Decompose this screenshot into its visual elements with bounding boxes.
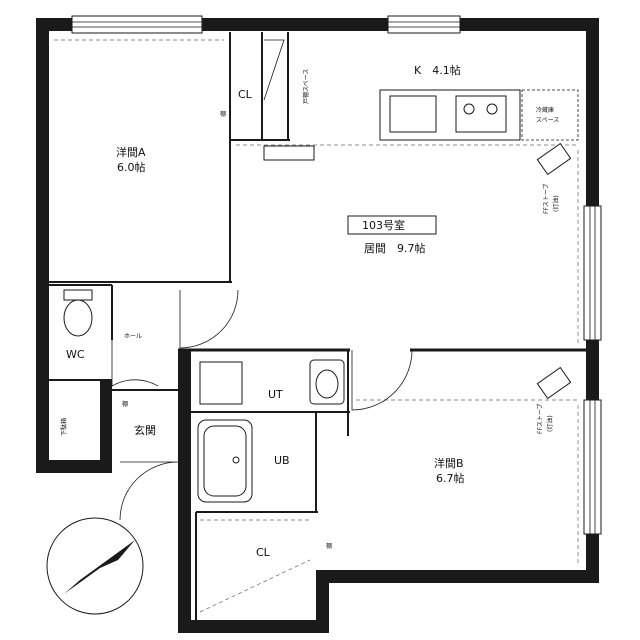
interior-walls xyxy=(48,32,586,620)
ff-heaters xyxy=(536,142,572,400)
heater-bottom-label-line2: (灯油) xyxy=(546,415,554,432)
unit-number-box xyxy=(347,215,437,235)
room-western-b-name: 洋間B xyxy=(434,456,464,470)
fridge-label-line1: 冷蔵庫 xyxy=(536,106,554,114)
heater-top-label-line2: (灯油) xyxy=(552,195,560,212)
shelf-space-label: 戸棚スペース xyxy=(302,69,310,104)
heater-bottom-label-line1: FFストーブ xyxy=(536,403,544,434)
fixtures-drawings xyxy=(63,289,345,503)
room-unit-number: 103号室 xyxy=(362,218,405,232)
room-closet-bottom: CL xyxy=(256,546,271,559)
exterior-walls xyxy=(36,18,599,633)
room-living: 居間 9.7帖 xyxy=(364,242,426,255)
heater-top-label-line1: FFストーブ xyxy=(542,183,550,214)
room-closet-top: CL xyxy=(238,88,253,101)
fridge-label-line2: スペース xyxy=(536,117,559,124)
shoe-box-label: 下駄箱 xyxy=(60,418,68,436)
room-ub: UB xyxy=(274,454,290,467)
room-hall: ホール xyxy=(124,333,142,340)
north-arrow xyxy=(46,517,144,615)
room-wc: WC xyxy=(66,348,85,361)
shelf-mark-1: 棚 xyxy=(220,110,226,118)
room-kitchen: K 4.1帖 xyxy=(414,64,461,77)
room-ut: UT xyxy=(268,388,283,401)
dashed-lines xyxy=(54,39,579,613)
shelf-mark-3: 棚 xyxy=(326,542,332,550)
room-western-a-name: 洋間A xyxy=(116,145,146,159)
room-western-b-size: 6.7帖 xyxy=(436,472,465,485)
kitchen-sign xyxy=(263,145,315,161)
room-entrance: 玄関 xyxy=(134,423,156,437)
room-western-a-size: 6.0帖 xyxy=(117,161,146,174)
windows xyxy=(71,15,602,535)
shelf-mark-2: 棚 xyxy=(122,400,128,408)
door-swings xyxy=(111,39,413,521)
